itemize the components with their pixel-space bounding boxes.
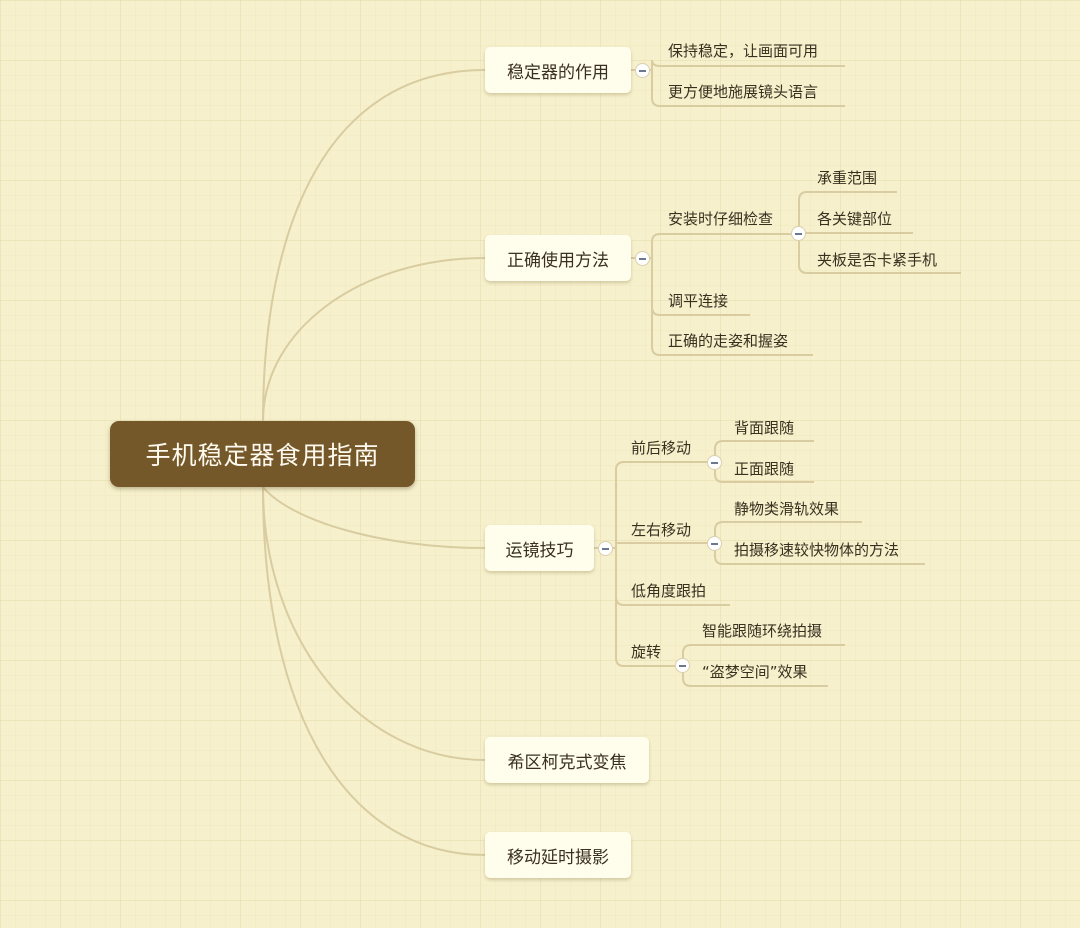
leaf-key-parts[interactable]: 各关键部位 [817, 210, 893, 228]
sub-rotation[interactable]: 旋转 [631, 643, 662, 661]
sub-install-check[interactable]: 安装时仔细检查 [668, 210, 774, 228]
leaf-smart-orbit[interactable]: 智能跟随环绕拍摄 [702, 622, 823, 640]
leaf-fast-subject[interactable]: 拍摄移速较快物体的方法 [734, 541, 900, 559]
leaf-slider-effect[interactable]: 静物类滑轨效果 [734, 500, 840, 518]
sub-forward-backward[interactable]: 前后移动 [631, 439, 692, 457]
leaf-keep-stable[interactable]: 保持稳定，让画面可用 [668, 42, 819, 60]
branch-correct-usage[interactable]: 正确使用方法 [485, 235, 631, 281]
leaf-posture[interactable]: 正确的走姿和握姿 [668, 332, 789, 350]
collapse-toggle-icon[interactable] [708, 456, 721, 469]
branch-hyperlapse[interactable]: 移动延时摄影 [485, 832, 631, 878]
leaf-follow-front[interactable]: 正面跟随 [734, 460, 795, 478]
collapse-toggle-icon[interactable] [792, 227, 805, 240]
leaf-follow-back[interactable]: 背面跟随 [734, 419, 795, 437]
leaf-camera-language[interactable]: 更方便地施展镜头语言 [668, 83, 819, 101]
branch-stabilizer-purpose[interactable]: 稳定器的作用 [485, 47, 631, 93]
branch-dolly-zoom[interactable]: 希区柯克式变焦 [485, 737, 649, 783]
collapse-toggle-icon[interactable] [636, 64, 649, 77]
collapse-toggle-icon[interactable] [636, 252, 649, 265]
branch-camera-moves[interactable]: 运镜技巧 [485, 525, 594, 571]
leaf-clamp-tight[interactable]: 夹板是否卡紧手机 [817, 251, 938, 269]
leaf-inception-effect[interactable]: “盗梦空间”效果 [702, 663, 808, 681]
collapse-toggle-icon[interactable] [708, 537, 721, 550]
collapse-toggle-icon[interactable] [599, 542, 612, 555]
sub-left-right[interactable]: 左右移动 [631, 521, 692, 539]
leaf-balance-connect[interactable]: 调平连接 [668, 292, 729, 310]
leaf-load-range[interactable]: 承重范围 [817, 169, 878, 187]
leaf-low-angle[interactable]: 低角度跟拍 [631, 582, 707, 600]
root-node[interactable]: 手机稳定器食用指南 [110, 421, 415, 487]
collapse-toggle-icon[interactable] [676, 659, 689, 672]
